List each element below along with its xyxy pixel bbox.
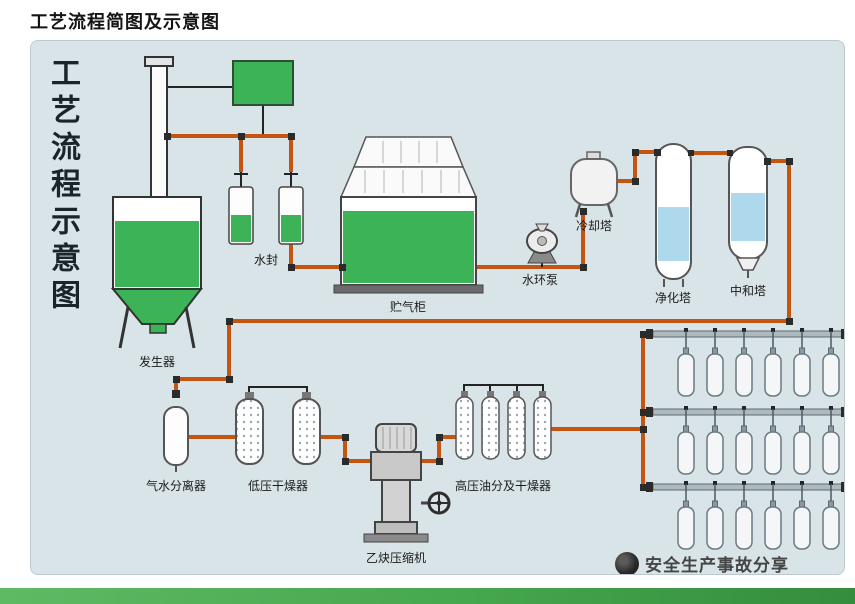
manifold-row-3 bbox=[646, 480, 844, 550]
generator-shape bbox=[110, 56, 204, 349]
page-title: 工艺流程简图及示意图 bbox=[30, 12, 220, 32]
label-high-pressure-dryer: 高压油分及干燥器 bbox=[454, 479, 552, 493]
gas-holder-shape bbox=[333, 136, 484, 294]
cooling-tower-shape bbox=[570, 151, 618, 218]
watermark: 安全生产事故分享 bbox=[615, 551, 789, 575]
diagram-panel: 工艺流程示意图 发生器 水封 贮气柜 冷却塔 水环泵 净化塔 中和塔 气水分离器… bbox=[30, 40, 845, 575]
label-neutralization-tower: 中和塔 bbox=[729, 284, 767, 298]
diagram-vertical-title: 工艺流程示意图 bbox=[46, 57, 79, 316]
high-pressure-dryer-shape bbox=[455, 391, 552, 460]
label-water-ring-pump: 水环泵 bbox=[521, 273, 559, 287]
filling-manifolds bbox=[646, 327, 844, 550]
manifold-row-1 bbox=[646, 327, 844, 397]
process-diagram bbox=[110, 56, 844, 550]
watermark-text: 安全生产事故分享 bbox=[645, 556, 789, 575]
purification-tower-shape bbox=[655, 143, 692, 287]
label-acetylene-compressor: 乙炔压缩机 bbox=[365, 551, 427, 565]
label-cooling-tower: 冷却塔 bbox=[575, 219, 613, 233]
low-pressure-dryer-shape bbox=[235, 392, 321, 465]
watermark-logo-icon bbox=[615, 551, 639, 574]
black-pipes bbox=[167, 86, 544, 393]
label-generator: 发生器 bbox=[138, 355, 176, 369]
label-water-seal: 水封 bbox=[253, 253, 279, 267]
water-seal-shape bbox=[228, 186, 304, 245]
label-gas-water-separator: 气水分离器 bbox=[145, 479, 207, 493]
label-low-pressure-dryer: 低压干燥器 bbox=[247, 479, 309, 493]
water-ring-pump-shape bbox=[526, 223, 558, 264]
manifold-row-2 bbox=[646, 405, 844, 475]
bottom-bar bbox=[0, 588, 855, 604]
label-gas-holder: 贮气柜 bbox=[389, 300, 427, 314]
compressor-shape bbox=[363, 423, 451, 543]
neutralization-tower-shape bbox=[728, 146, 768, 278]
label-purification-tower: 净化塔 bbox=[654, 291, 692, 305]
gas-water-separator-shape bbox=[163, 406, 189, 472]
feed-tank-shape bbox=[232, 60, 294, 106]
pipe-elbows bbox=[164, 133, 793, 491]
